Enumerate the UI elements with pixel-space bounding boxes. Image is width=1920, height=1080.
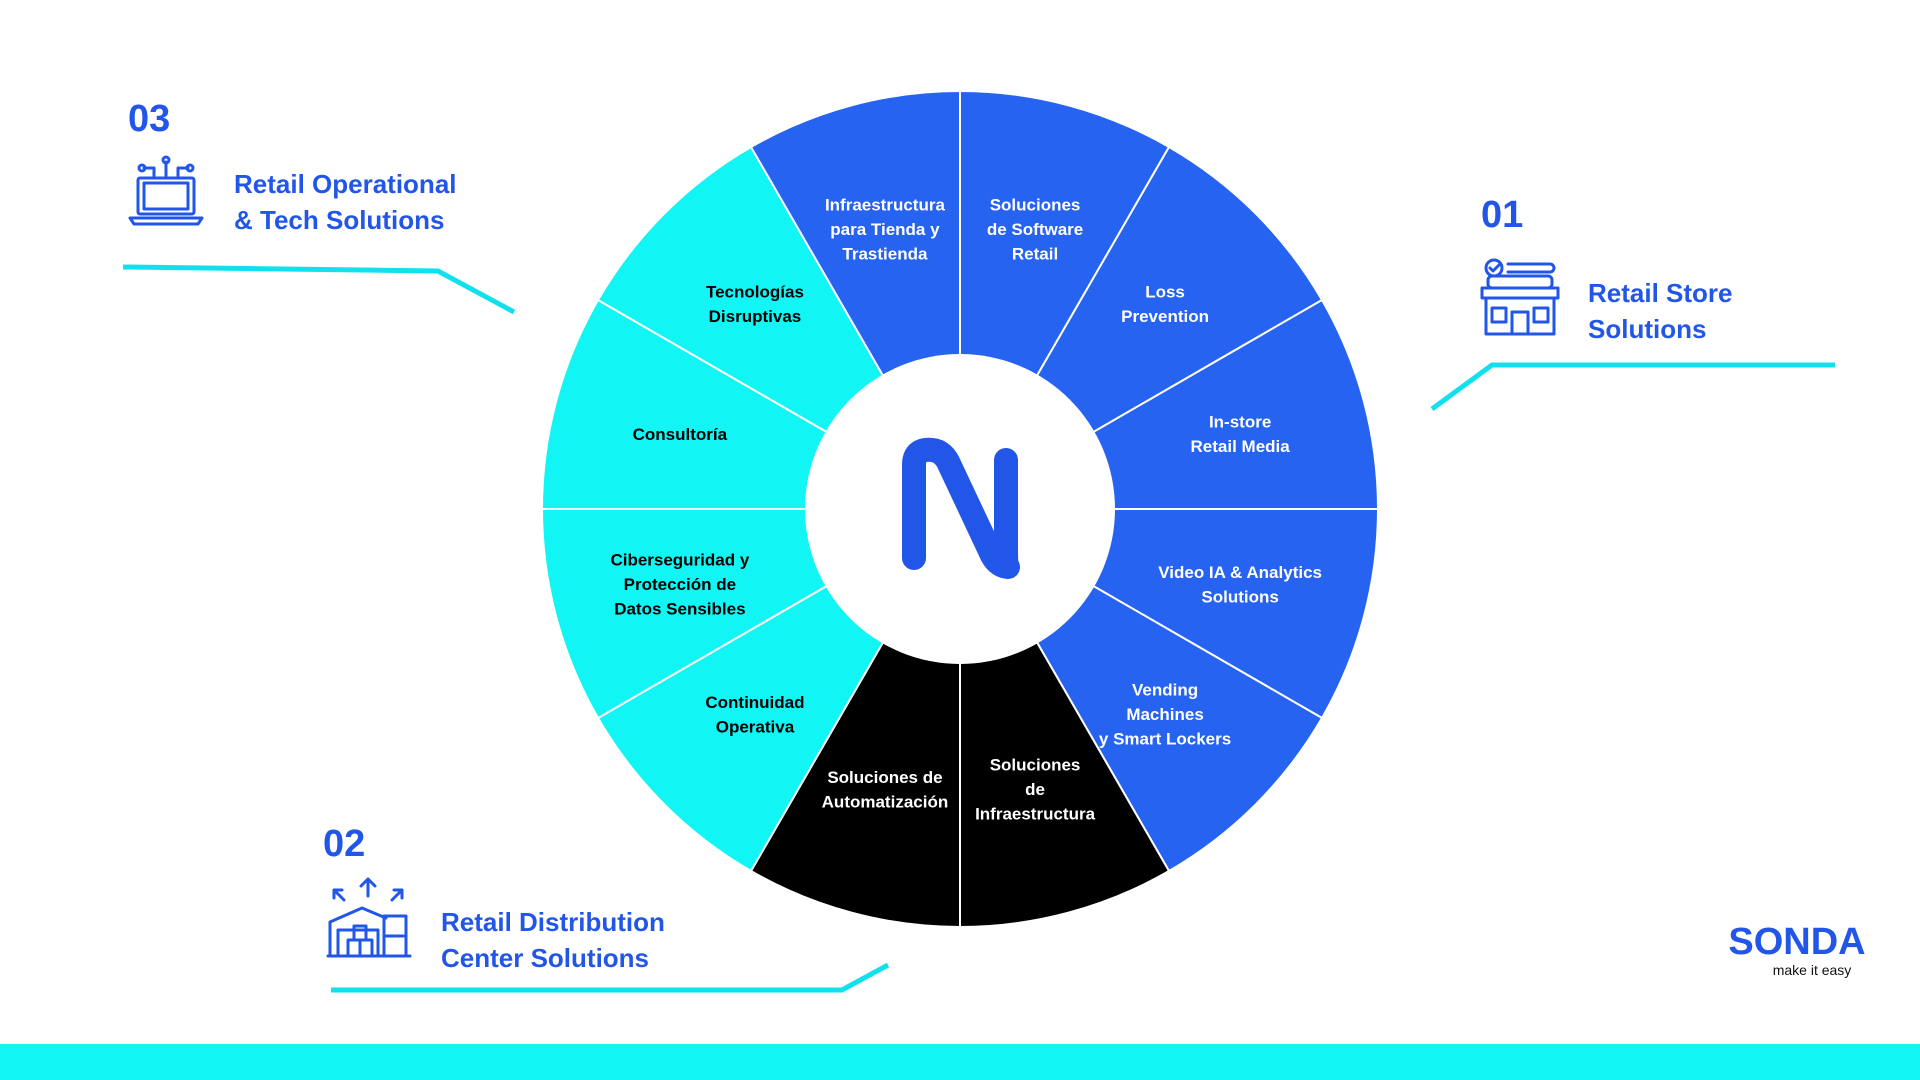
group-03-number: 03 (128, 98, 171, 140)
wheel-segment-label-line: Ciberseguridad y (610, 551, 749, 570)
logo-tagline: make it easy (1772, 962, 1852, 978)
wheel-segment-label-line: Soluciones (990, 195, 1081, 214)
bottom-accent-bar (0, 1044, 1920, 1080)
wheel-segment-label-line: Soluciones (990, 756, 1081, 775)
laptop-network-icon (126, 152, 206, 232)
group-03-title: Retail Operational & Tech Solutions (234, 166, 457, 238)
wheel-segment-label-line: de (1025, 780, 1045, 799)
wheel-segment-label-line: Datos Sensibles (614, 600, 745, 619)
wheel-segment-label-line: Tecnologías (706, 283, 804, 302)
group-03-title-line2: & Tech Solutions (234, 205, 445, 235)
wheel-segment-label-line: Trastienda (842, 244, 928, 263)
wheel-segment-label-line: Infraestructura (975, 805, 1096, 824)
wheel-segment-label-line: Continuidad (705, 693, 804, 712)
group-01-title: Retail Store Solutions (1588, 275, 1733, 347)
group-03-title-line1: Retail Operational (234, 169, 457, 199)
connector-line-03 (122, 264, 516, 315)
wheel-segment-label-line: Protección de (624, 575, 736, 594)
wheel-segment-label-line: Video IA & Analytics (1158, 563, 1322, 582)
wheel-segment-label-line: de Software (987, 220, 1083, 239)
sonda-logo: SONDA make it easy (1722, 922, 1872, 978)
warehouse-icon (326, 876, 412, 958)
wheel-segment-label-line: Operativa (716, 717, 795, 736)
group-02-title: Retail Distribution Center Solutions (441, 904, 665, 976)
wheel-segment-label-line: Vending (1132, 681, 1198, 700)
wheel-segment-label-line: Automatización (822, 792, 949, 811)
wheel-segment-label: Consultoría (633, 425, 728, 444)
wheel-segment-label-line: Solutions (1201, 587, 1278, 606)
group-01-number: 01 (1481, 194, 1524, 236)
connector-line-02 (331, 962, 890, 993)
connector-line-01 (1430, 362, 1835, 412)
wheel-segment-label-line: y Smart Lockers (1099, 730, 1231, 749)
group-02-title-line2: Center Solutions (441, 943, 650, 973)
group-02-title-line1: Retail Distribution (441, 907, 665, 937)
logo-word: SONDA (1728, 921, 1866, 963)
wheel-segment-label-line: Consultoría (633, 425, 728, 444)
wheel-segment-label-line: Retail (1012, 244, 1058, 263)
wheel-segment-label-line: In-store (1209, 413, 1271, 432)
group-01-title-line1: Retail Store (1588, 278, 1733, 308)
wheel-segment-label-line: para Tienda y (830, 220, 940, 239)
wheel-segment-label-line: Retail Media (1191, 437, 1291, 456)
wheel-segment-label-line: Prevention (1121, 307, 1209, 326)
wheel-segment-label: Infraestructura para Tienda y Trastienda (825, 195, 946, 263)
wheel-segment-label-line: Soluciones de (827, 768, 942, 787)
wheel-segment-label-line: Disruptivas (709, 307, 802, 326)
store-icon (1478, 256, 1560, 336)
wheel-segment-label-line: Infraestructura (825, 195, 946, 214)
center-n-logo-icon (902, 437, 1020, 579)
group-02-number: 02 (323, 823, 366, 865)
wheel-segment-label-line: Loss (1145, 283, 1185, 302)
wheel-segment-label: Soluciones de Automatización (822, 768, 949, 812)
wheel-segment-label: Ciberseguridad y Protección de Datos Sensi… (610, 551, 749, 619)
wheel-segment-label-line: Machines (1126, 705, 1203, 724)
group-01-title-line2: Solutions (1588, 314, 1707, 344)
